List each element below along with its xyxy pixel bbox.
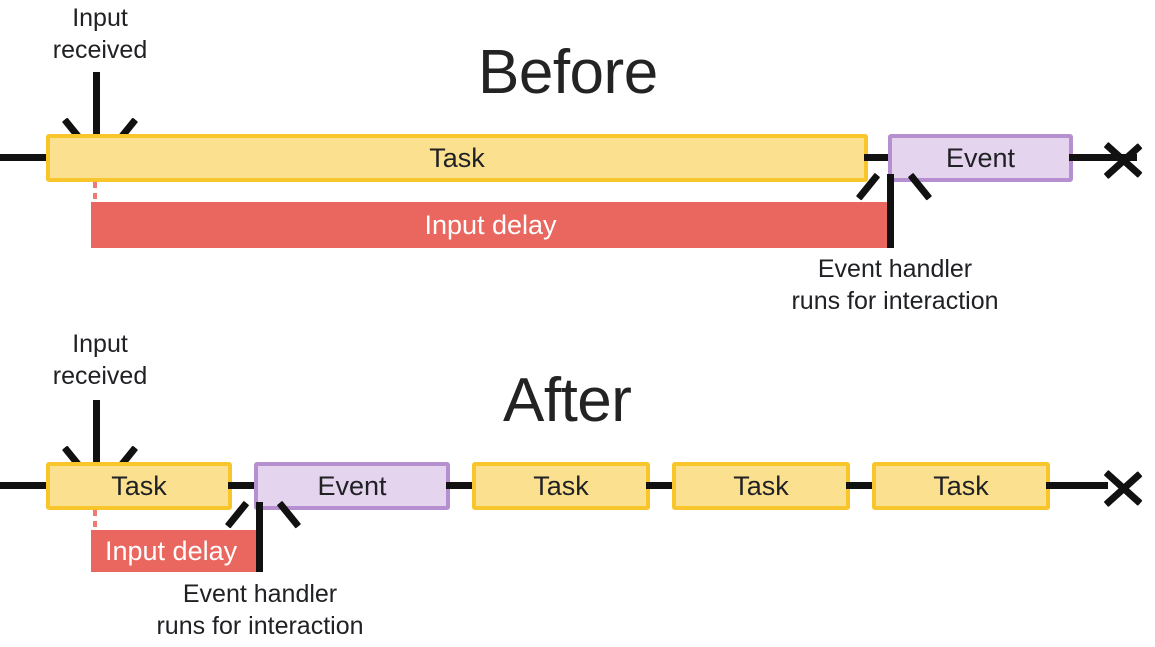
after-timeline-segment-2 [446, 482, 476, 489]
before-input-delay-start-marker [93, 182, 97, 204]
after-input-delay-bar: Input delay [91, 530, 263, 572]
after-event-handler-label: Event handler runs for interaction [156, 580, 364, 640]
before-task-block-label: Task [429, 142, 485, 173]
before-input-received-label: Input received [52, 4, 148, 64]
section-title-before: Before [478, 38, 658, 107]
after-event-handler-arrow-up-icon [224, 500, 302, 572]
before-event-block-label: Event [945, 142, 1016, 173]
before-timeline-segment-mid [864, 154, 892, 161]
before-timeline-segment-start [0, 154, 52, 161]
before-timeline-arrowhead-icon [1104, 129, 1148, 185]
after-input-received-label: Input received [52, 330, 148, 390]
after-task-block-4[interactable]: Task [872, 462, 1050, 510]
after-timeline-segment-1 [228, 482, 256, 489]
section-title-after: After [503, 366, 632, 435]
before-timeline-segment-end [1069, 154, 1137, 161]
after-task-block-4-label: Task [933, 470, 989, 501]
after-input-delay-label: Input delay [105, 535, 238, 566]
before-input-delay-bar: Input delay [91, 202, 890, 248]
after-event-block-label: Event [317, 470, 387, 501]
before-input-received-arrow-down-icon [61, 72, 139, 146]
before-task-block[interactable]: Task [46, 134, 868, 182]
before-event-handler-arrow-up-icon [855, 172, 933, 248]
after-input-delay-start-marker [93, 510, 97, 532]
after-timeline-arrowhead-icon [1104, 457, 1148, 513]
after-task-block-3[interactable]: Task [672, 462, 850, 510]
after-task-block-2[interactable]: Task [472, 462, 650, 510]
after-timeline-segment-start [0, 482, 52, 489]
after-timeline-segment-4 [846, 482, 876, 489]
after-task-block-1[interactable]: Task [46, 462, 232, 510]
after-timeline-segment-end [1046, 482, 1108, 489]
after-task-block-2-label: Task [533, 470, 589, 501]
after-timeline-segment-3 [646, 482, 676, 489]
after-event-block[interactable]: Event [254, 462, 450, 510]
after-task-block-3-label: Task [733, 470, 789, 501]
before-event-block[interactable]: Event [888, 134, 1073, 182]
before-event-handler-label: Event handler runs for interaction [791, 255, 999, 315]
after-task-block-1-label: Task [111, 470, 167, 501]
before-input-delay-label: Input delay [424, 209, 557, 240]
after-input-received-arrow-down-icon [61, 400, 139, 474]
